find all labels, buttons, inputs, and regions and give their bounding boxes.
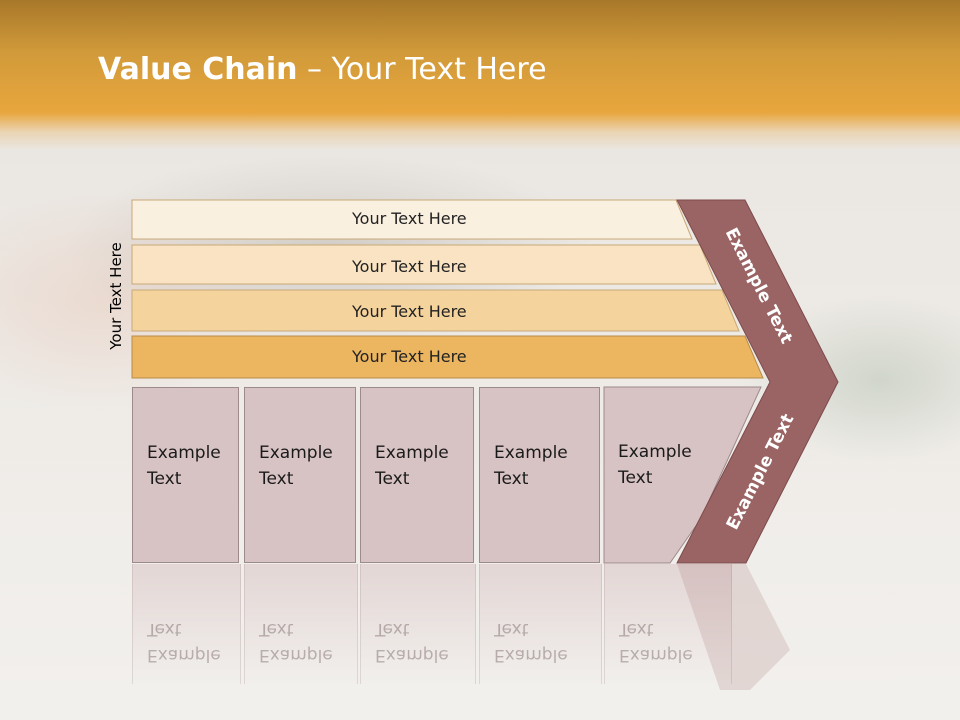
bar-label-1: Your Text Here <box>352 209 467 228</box>
slide-title: Value Chain – Your Text Here <box>98 52 547 87</box>
box-reflection: Example Text <box>360 564 476 684</box>
activity-box-2: Example Text <box>244 387 356 563</box>
title-banner <box>0 0 960 150</box>
bar-label-2: Your Text Here <box>352 257 467 276</box>
box-reflection: Example Text <box>244 564 358 684</box>
bar-1-shape <box>131 199 693 240</box>
box-reflection: Example Text <box>132 564 241 684</box>
chevron-reflection <box>677 564 790 690</box>
chevron-arrow <box>676 199 839 564</box>
bar-4-shape <box>131 335 764 379</box>
activity-box-label: Example Text <box>259 443 333 489</box>
activity-box-4: Example Text <box>479 387 600 563</box>
box-reflection: Example Text <box>604 564 732 684</box>
bar-2-shape <box>131 244 717 285</box>
activity-box-3: Example Text <box>360 387 474 563</box>
activity-box-label: Example Text <box>494 443 568 489</box>
activity-box-5: Example Text <box>604 387 714 563</box>
box-reflection: Example Text <box>479 564 602 684</box>
title-bold: Value Chain <box>98 52 298 87</box>
activity-box-label: Example Text <box>147 443 221 489</box>
bar-3-shape <box>131 289 740 332</box>
bar-label-4: Your Text Here <box>352 347 467 366</box>
activity-box-label: Example Text <box>375 443 449 489</box>
box-5-shape <box>603 386 762 564</box>
activity-box-1: Example Text <box>132 387 239 563</box>
activity-box-label: Example Text <box>618 442 692 488</box>
title-rest: – Your Text Here <box>297 52 547 87</box>
bar-label-3: Your Text Here <box>352 302 467 321</box>
